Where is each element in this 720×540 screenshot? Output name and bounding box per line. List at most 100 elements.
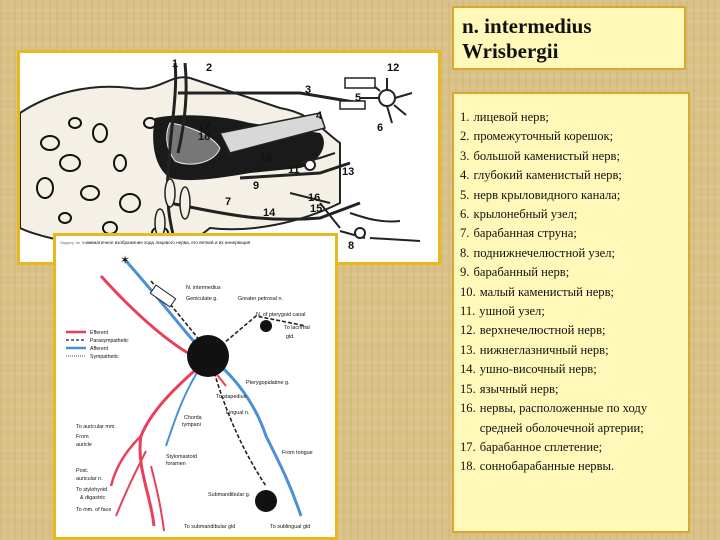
list-item: 8.поднижнечелюстной узел; [460, 244, 682, 263]
list-item: 10.малый каменистый нерв; [460, 283, 682, 302]
numbered-list: 1.лицевой нерв;2. промежуточный корешок;… [460, 108, 682, 477]
nerve-bead-1 [164, 178, 176, 208]
facial-nerve-schematic: схематичное изображение хода лицевого не… [53, 233, 338, 540]
efferent-path [99, 274, 210, 527]
label-post-2: auricular n. [76, 476, 103, 482]
submandibular-ganglion [255, 490, 277, 512]
maxillary-nerve-cylinder [344, 77, 376, 89]
label-3: 3 [305, 84, 311, 96]
slide-title: n. intermedius Wrisbergii [452, 6, 686, 70]
label-4: 4 [316, 110, 323, 122]
label-14: 14 [263, 207, 276, 219]
list-item: 13.нижнеглазничный нерв; [460, 341, 682, 360]
list-item-text: барабанный нерв; [473, 265, 570, 280]
list-item-text: ушной узел; [479, 304, 545, 319]
label-n-intermedius: N. intermedius [186, 285, 221, 291]
label-18: 18 [198, 131, 210, 143]
legend-afferent: Afferent [90, 346, 109, 352]
label-to-stapedius: To stapedius [216, 394, 247, 400]
legend-parasympathetic: Parasympathetic [90, 338, 129, 344]
list-item-number: 5. [460, 187, 470, 202]
label-to-sublingual: To sublingual gld [270, 524, 310, 530]
label-stylomastoid-2: foramen [166, 461, 186, 467]
label-13: 13 [342, 166, 354, 178]
list-item: 2. промежуточный корешок; [460, 127, 682, 146]
list-item: 7.барабанная струна; [460, 224, 682, 243]
list-item-text: лицевой нерв; [473, 110, 549, 124]
legend-list-panel: 1.лицевой нерв;2. промежуточный корешок;… [452, 92, 690, 533]
list-item: 17.барабанное сплетение; [460, 438, 682, 457]
list-item-number: 2. [460, 129, 470, 144]
label-15: 15 [310, 203, 322, 215]
label-16: 16 [308, 192, 320, 204]
label-stylohyoid-2: & digastric [80, 495, 105, 501]
list-item: 15.язычный нерв; [460, 380, 682, 399]
list-item-text: нервы, расположенные по ходу средней обо… [479, 401, 648, 435]
list-item-text: ушно-височный нерв; [479, 362, 597, 377]
list-item-number: 13. [460, 342, 476, 357]
label-7: 7 [225, 196, 231, 208]
label-stylohyoid-1: To stylohyoid [76, 487, 107, 493]
list-item-text: язычный нерв; [479, 381, 559, 396]
list-item-number: 18. [460, 459, 476, 474]
list-item: 6.крылонебный узел; [460, 205, 682, 224]
list-item-number: 16. [460, 401, 476, 416]
list-item-number: 3. [460, 148, 470, 163]
label-chorda-1: Chorda [184, 415, 202, 421]
label-submandibular-g: Submandibular g. [208, 492, 250, 498]
afferent-path [124, 260, 303, 517]
list-item: 1.лицевой нерв; [460, 108, 682, 127]
list-item-text: глубокий каменистый нерв; [473, 168, 622, 183]
label-to-submandibular: To submandibular gld [184, 524, 235, 530]
list-item: 9.барабанный нерв; [460, 263, 682, 282]
list-item: 4.глубокий каменистый нерв; [460, 166, 682, 185]
label-auricular-3: auricle [76, 442, 92, 448]
legend-sympathetic: Sympathetic [90, 354, 119, 360]
list-item-number: 10. [460, 284, 476, 299]
list-item-text: промежуточный корешок; [473, 129, 614, 144]
label-8: 8 [348, 240, 354, 252]
list-item-text: большой каменистый нерв; [473, 148, 620, 163]
list-item-number: 14. [460, 362, 476, 377]
label-6: 6 [377, 122, 383, 134]
lesser-petrosal-path [239, 161, 351, 180]
label-face: To mm. of face [76, 507, 111, 513]
list-item-number: 9. [460, 265, 470, 280]
label-lingual: Lingual n. [226, 410, 249, 416]
list-item-text: нерв крыловидного канала; [473, 187, 621, 202]
list-item: 18.соннобарабанные нервы. [460, 457, 682, 476]
list-item-text: поднижнечелюстной узел; [473, 245, 616, 260]
label-geniculate: Geniculate g. [186, 296, 218, 302]
label-17: 17 [198, 121, 210, 133]
list-item-number: 7. [460, 226, 470, 241]
list-item-text: соннобарабанные нервы. [479, 459, 615, 474]
legend-efferent: Efferent [90, 330, 109, 336]
nerve-bead-2 [179, 186, 191, 220]
internal-meatus [149, 284, 177, 308]
label-chorda-2: tympani [182, 422, 201, 428]
intermediate-root [176, 62, 188, 154]
label-10: 10 [260, 152, 272, 164]
geniculate-ganglion [187, 335, 229, 377]
label-auricular-1: To auricular mm. [76, 424, 116, 430]
list-item-text: крылонебный узел; [473, 207, 578, 222]
label-greater-petrosal: Greater petrosal n. [238, 296, 283, 302]
label-post-1: Post. [76, 468, 88, 474]
canal-cylinder [339, 100, 366, 110]
schematic-legend: Efferent Parasympathetic Afferent Sympat… [66, 330, 129, 360]
list-item-text: барабанное сплетение; [479, 439, 603, 454]
tube [218, 112, 326, 154]
schematic-corner: Sappey, de Testut [60, 240, 93, 245]
list-item-text: верхнечелюстной нерв; [479, 323, 606, 338]
list-item-number: 4. [460, 168, 470, 183]
list-item: 11.ушной узел; [460, 302, 682, 321]
list-item-text: нижнеглазничный нерв; [479, 342, 609, 357]
greater-petrosal-path [178, 91, 361, 105]
list-item-number: 8. [460, 245, 470, 260]
list-item-number: 12. [460, 323, 476, 338]
list-item-number: 17. [460, 439, 476, 454]
list-item: 5.нерв крыловидного канала; [460, 186, 682, 205]
list-item: 3.большой каменистый нерв; [460, 147, 682, 166]
anatomy-figure-skull-section: 1 2 3 4 5 6 7 8 9 10 11 12 13 14 15 16 1… [17, 50, 441, 265]
label-pterygoid-canal: N. of pterygoid canal [256, 312, 305, 318]
